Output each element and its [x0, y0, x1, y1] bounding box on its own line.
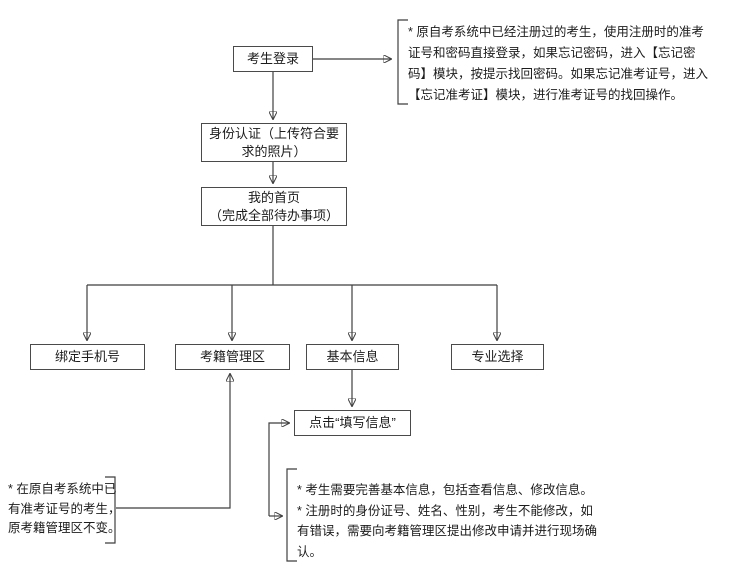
node-my-homepage-line2: （完成全部待办事项） — [208, 207, 339, 223]
note-login-help: * 原自考系统中已经注册过的考生，使用注册时的准考 证号和密码直接登录，如果忘记… — [408, 22, 744, 106]
note-basic-info-rules-line1: * 考生需要完善基本信息，包括查看信息、修改信息。 — [297, 483, 593, 497]
node-fill-info-label: 点击“填写信息” — [309, 415, 396, 431]
node-major-selection: 专业选择 — [451, 344, 544, 370]
note-login-help-line2: 证号和密码直接登录，如果忘记密码，进入【忘记密 — [408, 46, 696, 60]
node-exam-registration-area-label: 考籍管理区 — [199, 349, 265, 365]
bracket-exam-mgmt-note — [105, 476, 116, 544]
note-exam-registration-line3: 原考籍管理区不变。 — [8, 521, 121, 535]
node-identity-line1: 身份认证（上传符合要 — [208, 125, 339, 141]
bracket-login-note — [397, 19, 408, 105]
node-basic-info-label: 基本信息 — [326, 349, 379, 365]
node-my-homepage: 我的首页 （完成全部待办事项） — [201, 187, 347, 226]
note-basic-info-rules-line2: * 注册时的身份证号、姓名、性别，考生不能修改，如 — [297, 503, 593, 518]
connector-left-note-to-exam-mgmt — [116, 374, 230, 509]
note-login-help-line4: 【忘记准考证】模块，进行准考证号的找回操作。 — [408, 88, 684, 102]
node-candidate-login: 考生登录 — [233, 46, 313, 72]
note-exam-registration: * 在原自考系统中已 有准考证号的考生， 原考籍管理区不变。 — [8, 480, 121, 539]
node-identity-line2: 求的照片） — [241, 143, 307, 159]
note-basic-info-rules-line4: 认。 — [297, 544, 323, 559]
note-basic-info-rules-line3: 有错误，需要向考籍管理区提出修改申请并进行现场确 — [297, 524, 598, 538]
node-major-selection-label: 专业选择 — [471, 349, 524, 365]
note-login-help-line3: 码】模块，按提示找回密码。如果忘记准考证号，进入 — [408, 67, 709, 81]
connector-bottom-note-to-fill-info — [268, 423, 289, 516]
node-my-homepage-line1: 我的首页 — [247, 189, 300, 205]
node-bind-phone: 绑定手机号 — [30, 344, 145, 370]
note-exam-registration-line1: * 在原自考系统中已 — [8, 482, 117, 496]
note-login-help-line1: * 原自考系统中已经注册过的考生，使用注册时的准考 — [408, 25, 704, 39]
note-basic-info-rules: * 考生需要完善基本信息，包括查看信息、修改信息。 * 注册时的身份证号、姓名、… — [297, 480, 631, 562]
note-exam-registration-line2: 有准考证号的考生， — [8, 501, 121, 516]
node-candidate-login-label: 考生登录 — [246, 51, 299, 67]
bracket-basic-info-note — [286, 468, 297, 562]
node-exam-registration-area: 考籍管理区 — [175, 344, 290, 370]
node-fill-info: 点击“填写信息” — [294, 410, 411, 436]
node-identity-verification: 身份认证（上传符合要 求的照片） — [201, 123, 347, 162]
node-basic-info: 基本信息 — [306, 344, 399, 370]
node-bind-phone-label: 绑定手机号 — [54, 349, 120, 365]
